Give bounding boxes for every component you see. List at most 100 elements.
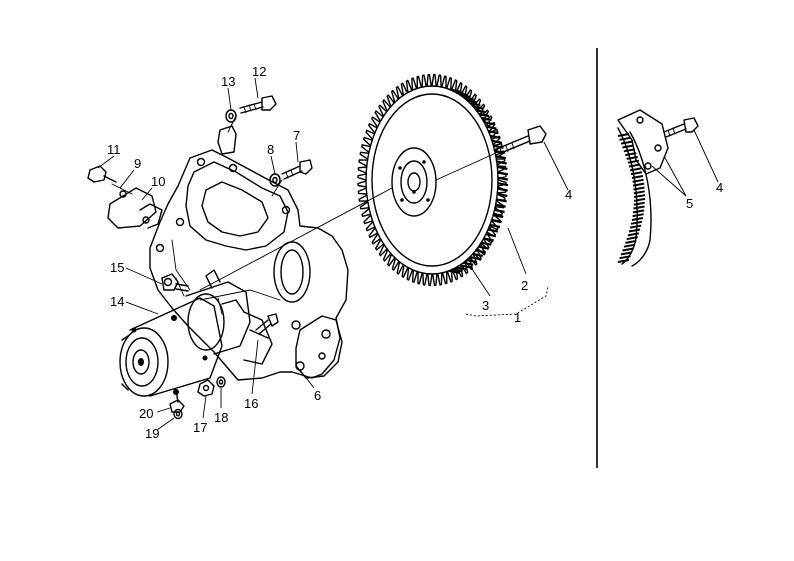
- ring-gear-tooth-face: [489, 223, 501, 228]
- callout-labels: 1 2 3 4 4 5 6 7 8 9 10 11 12 13 14 15 16…: [107, 64, 723, 441]
- ring-gear-tooth-face: [497, 176, 509, 181]
- detail-gear-tooth: [623, 148, 636, 153]
- detail-gear-tooth: [633, 194, 646, 199]
- ring-gear-tooth-face: [483, 237, 494, 242]
- ring-gear-tooth-face: [488, 130, 499, 135]
- bolt-16: [255, 313, 279, 335]
- detail-gear-tooth: [623, 243, 636, 248]
- detail-gear-tooth: [628, 163, 641, 168]
- ring-gear-tooth-face: [475, 249, 487, 254]
- callout-5: 5: [686, 196, 693, 211]
- ring-gear-tooth-face: [463, 96, 475, 101]
- callout-1: 1: [514, 310, 521, 325]
- ring-gear-tooth-face: [497, 187, 508, 192]
- callout-4-detail: 4: [716, 180, 723, 195]
- detail-gear-teeth: [617, 133, 646, 263]
- callout-7: 7: [293, 128, 300, 143]
- callout-3: 3: [482, 298, 489, 313]
- ring-gear-tooth-face: [473, 105, 484, 110]
- callout-9: 9: [134, 156, 141, 171]
- callout-2: 2: [521, 278, 528, 293]
- washer-8: [269, 173, 281, 187]
- ring-gear-tooth-face: [483, 121, 495, 126]
- assembly-bracket: [465, 285, 549, 317]
- ring-gear-tooth-face: [472, 252, 484, 257]
- starter-motor: [119, 269, 273, 403]
- ring-gear-tooth-face: [487, 228, 499, 233]
- ring-gear-tooth-face: [466, 99, 478, 104]
- ring-gear-tooth-face: [495, 203, 506, 208]
- callout-6: 6: [314, 388, 321, 403]
- ring-gear-tooth-face: [497, 182, 509, 187]
- ring-gear-tooth-face: [490, 134, 501, 139]
- ring-gear-tooth-face: [478, 112, 490, 118]
- detail-gear-tooth: [628, 228, 641, 233]
- detail-gear-tooth: [627, 232, 640, 237]
- detail-gear-tooth: [632, 213, 644, 218]
- ring-gear-tooth-face: [478, 245, 489, 250]
- assembly-lines: [111, 115, 499, 315]
- ring-gear-depth: [448, 88, 509, 274]
- cover-plate: [107, 187, 163, 229]
- ring-gear-tooth-face: [494, 208, 505, 213]
- detail-gear-tooth: [630, 171, 643, 176]
- bolt-11: [87, 165, 117, 183]
- ring-gear-tooth-face: [486, 125, 497, 130]
- detail-gear-tooth: [632, 209, 645, 214]
- callout-11: 11: [107, 142, 121, 157]
- ring-gear-tooth-face: [491, 139, 503, 144]
- detail-gear-tooth: [619, 136, 631, 141]
- detail-gear-tooth: [625, 239, 637, 244]
- flywheel-housing: [149, 125, 349, 381]
- ring-gear-tooth-face: [456, 266, 467, 271]
- ring-gear-tooth-face: [459, 264, 471, 269]
- washer-13: [225, 109, 237, 123]
- flywheel-bolt: [493, 125, 547, 156]
- washer-18: [216, 376, 226, 388]
- callout-8: 8: [267, 142, 274, 157]
- ring-gear-tooth-face: [480, 241, 492, 246]
- bolt-7: [281, 159, 313, 180]
- ring-gear-tooth-face: [491, 218, 502, 224]
- callout-12: 12: [252, 64, 266, 79]
- ring-gear-tooth-face: [496, 198, 507, 203]
- detail-gear-tooth: [633, 201, 645, 206]
- ring-gear-tooth-face: [485, 233, 497, 238]
- ring-gear-tooth-face: [497, 165, 508, 170]
- ring-gear-tooth-face: [492, 213, 504, 219]
- detail-gear-tooth: [629, 167, 642, 172]
- callout-4: 4: [565, 187, 572, 202]
- ring-gear-tooth-face: [462, 261, 474, 266]
- detail-gear-tooth: [629, 224, 642, 229]
- ring-gear-teeth: [357, 73, 507, 287]
- ring-gear-tooth-face: [448, 269, 460, 274]
- ring-gear-tooth-face: [460, 94, 471, 99]
- ring-gear-tooth-face: [497, 192, 508, 198]
- ring-gear-tooth-face: [497, 171, 509, 176]
- ring-gear-tooth-face: [466, 259, 477, 264]
- callout-15: 15: [110, 260, 124, 275]
- ring-gear-outline: [357, 73, 507, 287]
- washer-19: [173, 408, 183, 420]
- detail-gear-tooth: [617, 133, 630, 137]
- ring-gear-tooth-face: [470, 102, 481, 107]
- callout-14: 14: [110, 294, 124, 309]
- nut-17: [197, 379, 215, 397]
- detail-gear-tooth: [633, 197, 646, 202]
- detail-gear-tooth: [622, 144, 634, 149]
- callout-18: 18: [214, 410, 228, 425]
- detail-gear-tooth: [620, 140, 633, 145]
- ring-gear-tooth-face: [475, 109, 487, 114]
- detail-gear-tooth: [620, 251, 633, 256]
- ring-gear-tooth-face: [495, 155, 507, 160]
- callout-20: 20: [139, 406, 153, 421]
- nut-20: [169, 399, 185, 413]
- callout-16: 16: [244, 396, 258, 411]
- ring-gear-tooth-face: [452, 268, 463, 273]
- detail-gear-tooth: [633, 205, 645, 210]
- detail-view: [617, 109, 699, 267]
- flywheel: [357, 73, 509, 287]
- callout-19: 19: [145, 426, 159, 441]
